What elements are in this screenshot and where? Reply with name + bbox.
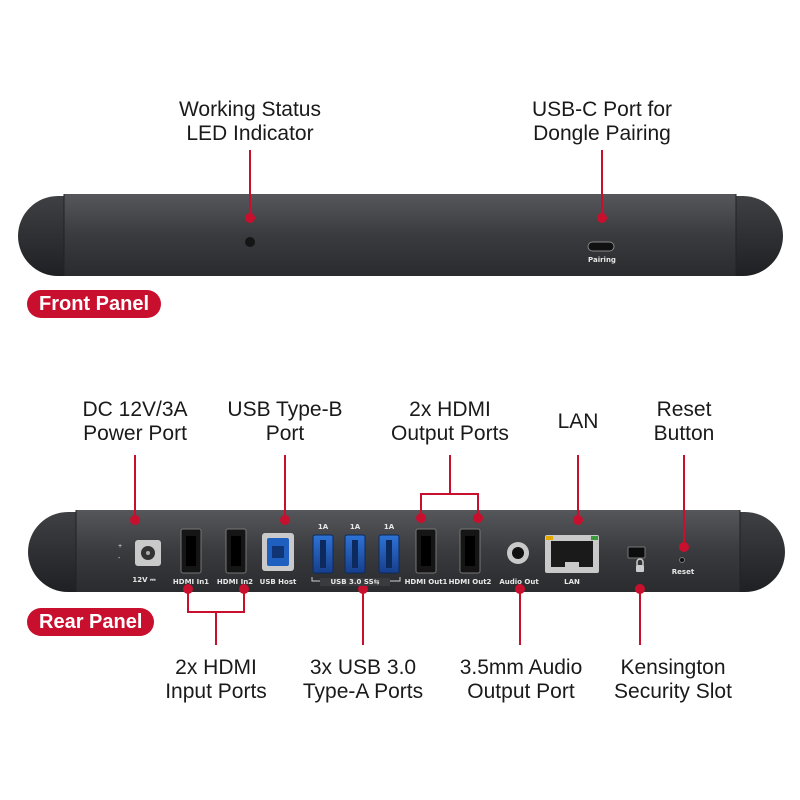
reset-button-hole [679, 557, 685, 563]
hdmi-out1-port [415, 528, 437, 574]
front-panel-device [18, 194, 783, 276]
lan-port [545, 535, 599, 573]
port-label-usb-1a-3: 1A [383, 523, 395, 531]
hdmi-out2-port [459, 528, 481, 574]
port-label-usb3: USB 3.0 SS⇆ [320, 578, 390, 586]
front-panel-badge: Front Panel [27, 290, 162, 318]
usbc-port [587, 241, 615, 252]
svg-text:-: - [118, 555, 121, 562]
dc-power-port: + - [118, 540, 161, 566]
port-label-lan: LAN [564, 578, 580, 586]
port-label-usb-1a-2: 1A [349, 523, 361, 531]
usb-type-b-port [262, 533, 294, 571]
port-label-pairing: Pairing [588, 256, 616, 264]
port-label-usb-1a-1: 1A [317, 523, 329, 531]
callout-usb-type-b: USB Type-B Port [227, 398, 343, 445]
rear-panel-badge: Rear Panel [27, 608, 155, 636]
port-label-hdmi-out1: HDMI Out1 [404, 578, 448, 586]
audio-out-port [507, 542, 529, 564]
kensington-slot [627, 546, 646, 572]
usb3-port-2 [344, 534, 366, 574]
status-led [245, 237, 255, 247]
callout-lan: LAN [557, 410, 599, 433]
callout-kensington: Kensington Security Slot [614, 656, 732, 703]
rear-panel-device: + - [28, 510, 785, 592]
usb3-port-3 [378, 534, 400, 574]
hdmi-in1-port [180, 528, 202, 574]
port-label-hdmi-in1: HDMI In1 [172, 578, 210, 586]
callout-usb3-type-a: 3x USB 3.0 Type-A Ports [302, 656, 424, 703]
port-label-reset: Reset [671, 568, 695, 576]
rear-callout-lines [130, 455, 689, 645]
callout-audio-output: 3.5mm Audio Output Port [459, 656, 583, 703]
port-label-hdmi-in2: HDMI In2 [216, 578, 254, 586]
front-callout-lines [245, 150, 607, 223]
port-label-usb-host: USB Host [259, 578, 297, 586]
callout-usbc-pairing: USB-C Port for Dongle Pairing [531, 98, 673, 145]
callout-dc-power: DC 12V/3A Power Port [82, 398, 188, 445]
port-label-audio-out: Audio Out [499, 578, 539, 586]
callout-hdmi-output: 2x HDMI Output Ports [391, 398, 509, 445]
svg-text:+: + [118, 543, 122, 550]
callout-reset-button: Reset Button [653, 398, 715, 445]
hdmi-in2-port [225, 528, 247, 574]
usb3-port-1 [312, 534, 334, 574]
callout-hdmi-input: 2x HDMI Input Ports [165, 656, 267, 703]
port-label-hdmi-out2: HDMI Out2 [448, 578, 492, 586]
callout-led-indicator: Working Status LED Indicator [178, 98, 321, 145]
port-label-dc: 12V ⎓ [132, 576, 156, 584]
